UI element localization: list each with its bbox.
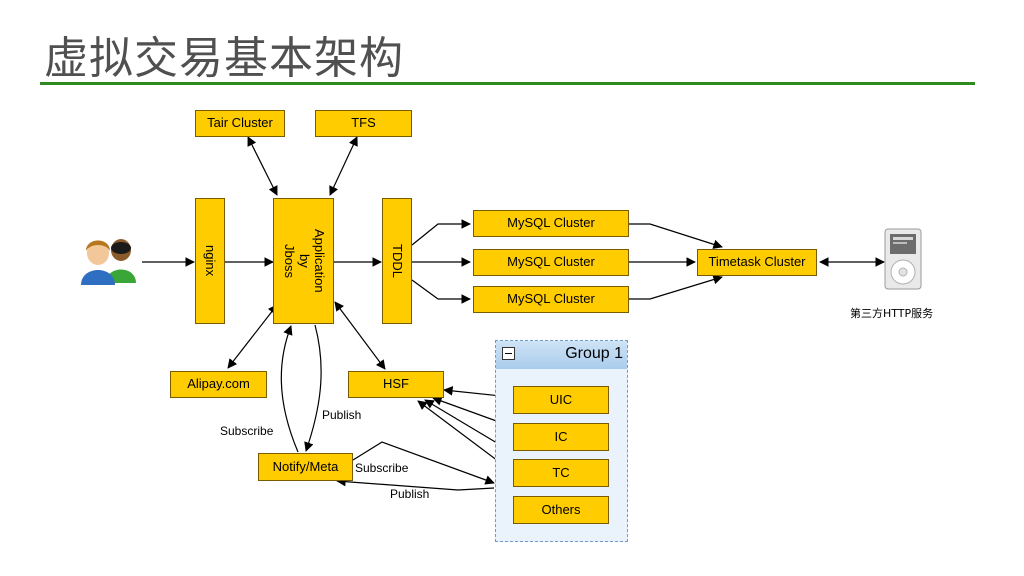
notify-meta-box: Notify/Meta — [258, 453, 353, 481]
arrow-app-notify-publish — [304, 324, 322, 452]
publish-label: Publish — [390, 487, 430, 501]
tddl-box: TDDL — [382, 198, 412, 324]
tc-box: TC — [513, 459, 609, 487]
mysql-cluster-box: MySQL Cluster — [473, 286, 629, 313]
arrow-tair-app — [247, 136, 278, 196]
arrow-notify-app-subscribe — [280, 325, 299, 453]
arrow-alipay-app — [227, 304, 278, 369]
alipay-box: Alipay.com — [170, 371, 267, 398]
arrow-tddl-mysql-1 — [411, 219, 471, 246]
ic-box: IC — [513, 423, 609, 451]
slide-title: 虚拟交易基本架构 — [44, 33, 404, 84]
uic-box: UIC — [513, 386, 609, 414]
arrow-mysql3-timetask — [629, 274, 723, 300]
group-header: Group 1 — [496, 341, 627, 369]
mysql-cluster-box: MySQL Cluster — [473, 249, 629, 276]
application-box: Application by Jboss — [273, 198, 334, 324]
arrow-tddl-mysql-3 — [411, 279, 471, 304]
subscribe-label: Subscribe — [355, 461, 409, 475]
hsf-box: HSF — [348, 371, 444, 398]
arrow-app-hsf — [334, 301, 386, 370]
timetask-cluster-box: Timetask Cluster — [697, 249, 817, 276]
arrow-mysql1-timetask — [629, 223, 723, 249]
publish-label: Publish — [322, 408, 362, 422]
nginx-box: nginx — [195, 198, 225, 324]
collapse-icon[interactable] — [502, 347, 515, 360]
tfs-box: TFS — [315, 110, 412, 137]
title-divider — [40, 82, 975, 85]
users-icon — [81, 239, 136, 285]
arrow-tfs-app — [329, 136, 358, 196]
subscribe-label: Subscribe — [220, 424, 274, 438]
tair-cluster-box: Tair Cluster — [195, 110, 285, 137]
mysql-cluster-box: MySQL Cluster — [473, 210, 629, 237]
application-label: Application by Jboss — [282, 229, 327, 293]
nginx-label: nginx — [203, 245, 219, 277]
tddl-label: TDDL — [390, 244, 406, 278]
ipod-device-icon — [884, 228, 922, 290]
group-label: Group 1 — [565, 345, 623, 362]
third-party-caption: 第三方HTTP服务 — [850, 307, 934, 320]
others-box: Others — [513, 496, 609, 524]
